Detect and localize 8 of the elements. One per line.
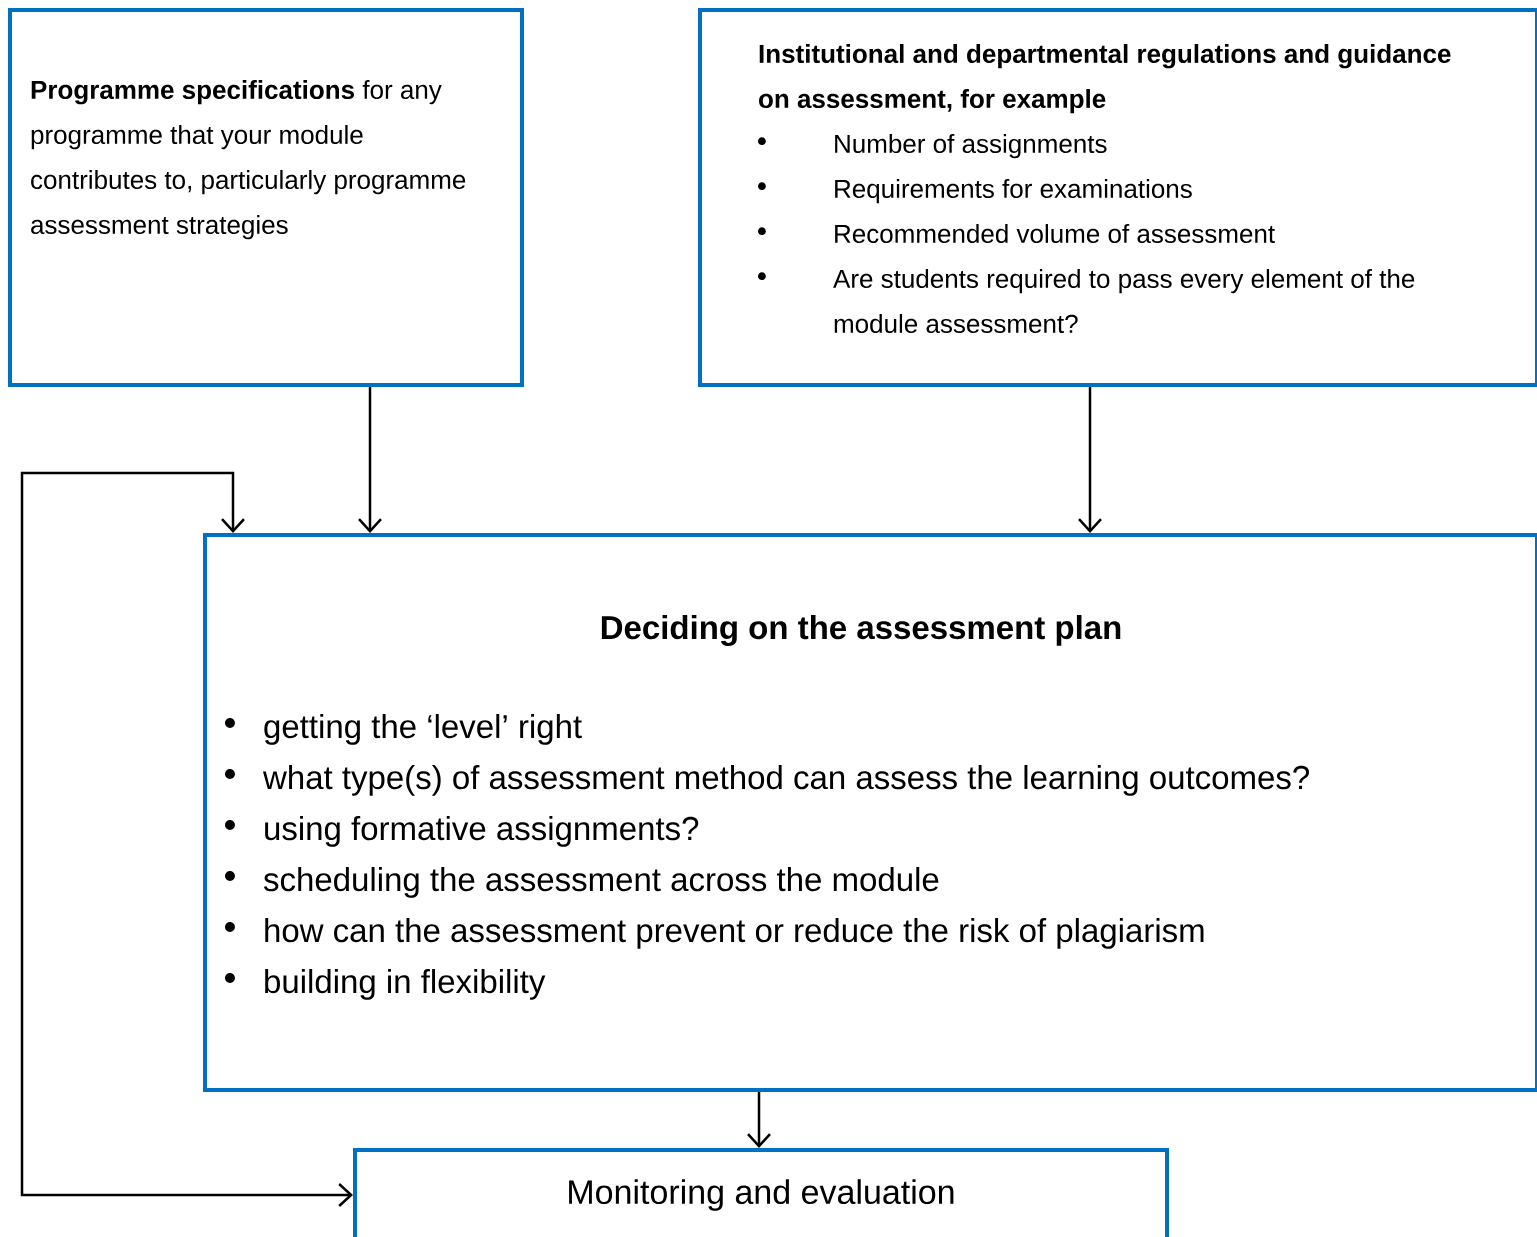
arrow (358, 387, 382, 533)
arrow (747, 1092, 771, 1148)
process-box: Monitoring and evaluation (353, 1148, 1169, 1237)
text-box: Institutional and departmental regulations and guidance on assessment, for example Number of assignments Requirements for examinations Recommended volume of assessment Are students required to pass every element of the module assessment? (698, 8, 1537, 387)
process-box: Deciding on the assessment plan getting the ‘level’ right what type(s) of assessment method can assess the learning outcomes? using formative assignments? scheduling the assessment across the module how can the assessment prevent or reduce the risk of plagiarism building in flexibility (203, 533, 1537, 1092)
arrow (1078, 387, 1102, 533)
text-box: Programme specifications for any programme that your module contributes to, particularly programme assessment strategies (8, 8, 524, 387)
arrow (20, 471, 353, 1207)
